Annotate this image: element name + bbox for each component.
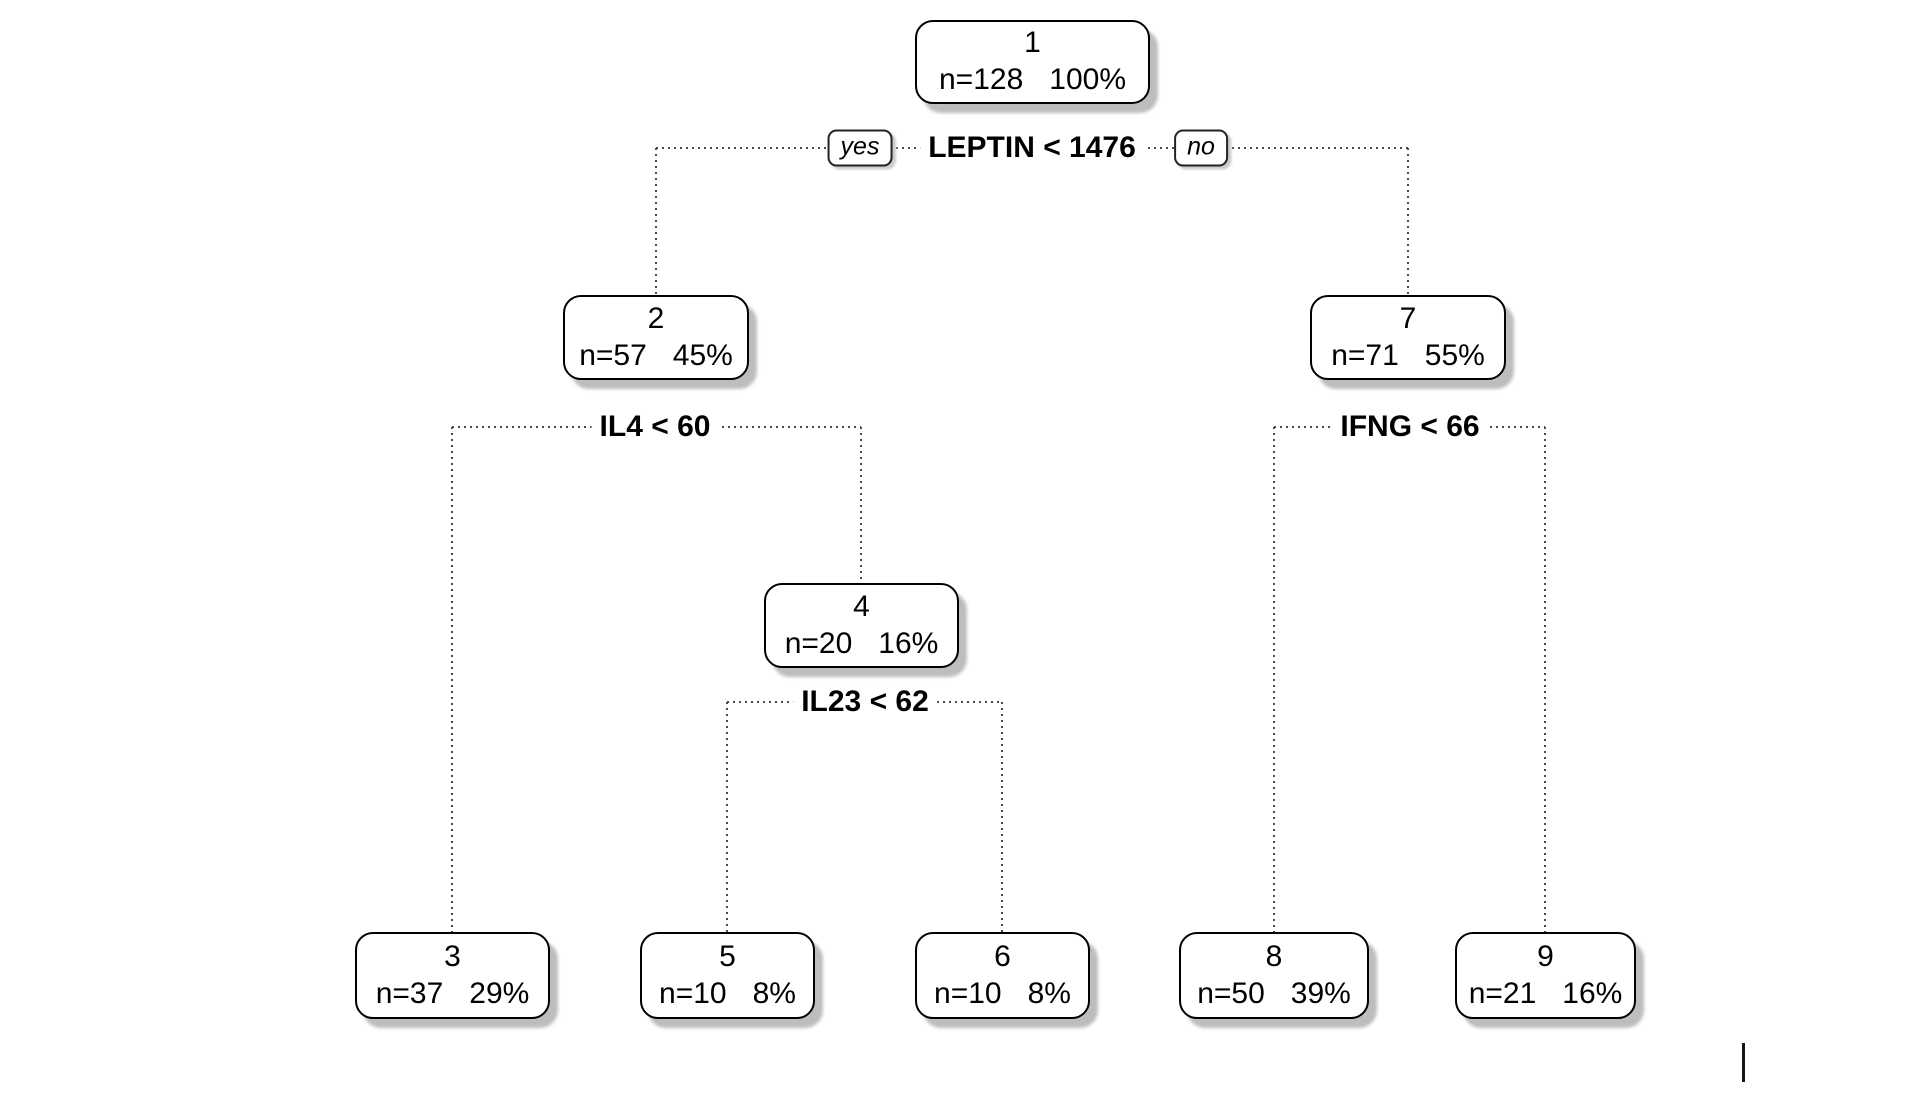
node-3-pct: 29% [469, 976, 530, 1010]
node-3-id: 3 [444, 939, 461, 973]
text-cursor [1742, 1043, 1745, 1082]
branch-drop-to-node3 [451, 427, 453, 932]
tree-node-9: 9 n=21 16% [1455, 932, 1636, 1019]
split-label-ifng: IFNG < 66 [1332, 408, 1488, 446]
tree-node-1: 1 n=128 100% [915, 20, 1150, 104]
branch-drop-to-node6 [1001, 702, 1003, 932]
node-1-pct: 100% [1049, 63, 1126, 96]
node-9-stats: n=21 16% [1469, 975, 1623, 1013]
node-5-stats: n=10 8% [659, 975, 796, 1013]
node-1-n: n=128 [939, 63, 1024, 96]
node-2-pct: 45% [672, 338, 733, 372]
branch-drop-to-node2 [655, 148, 657, 295]
node-8-pct: 39% [1290, 976, 1351, 1010]
branch-drop-to-node8 [1273, 427, 1275, 932]
node-3-n: n=37 [375, 976, 444, 1010]
node-2-n: n=57 [579, 338, 647, 372]
tree-node-4: 4 n=20 16% [764, 583, 959, 668]
node-6-pct: 8% [1027, 976, 1071, 1010]
node-5-n: n=10 [659, 976, 727, 1010]
tree-node-2: 2 n=57 45% [563, 295, 749, 380]
split-label-il4: IL4 < 60 [591, 408, 719, 446]
node-3-stats: n=37 29% [376, 975, 530, 1013]
node-4-pct: 16% [878, 626, 939, 660]
node-5-pct: 8% [752, 976, 796, 1010]
split-label-leptin: LEPTIN < 1476 [920, 129, 1144, 167]
tree-node-6: 6 n=10 8% [915, 932, 1090, 1019]
node-8-stats: n=50 39% [1197, 975, 1351, 1013]
node-9-id: 9 [1537, 939, 1554, 973]
node-4-id: 4 [853, 589, 870, 623]
tree-node-7: 7 n=71 55% [1310, 295, 1506, 380]
node-9-pct: 16% [1562, 976, 1623, 1010]
node-7-pct: 55% [1424, 338, 1485, 372]
branch-drop-to-node7 [1407, 148, 1409, 295]
node-2-stats: n=57 45% [579, 337, 733, 375]
node-7-stats: n=71 55% [1331, 337, 1485, 375]
node-9-n: n=21 [1468, 976, 1537, 1010]
tree-node-5: 5 n=10 8% [640, 932, 815, 1019]
node-6-n: n=10 [934, 976, 1002, 1010]
node-8-id: 8 [1265, 939, 1283, 973]
node-5-id: 5 [719, 939, 736, 973]
tree-node-3: 3 n=37 29% [355, 932, 550, 1019]
node-7-id: 7 [1399, 301, 1417, 335]
branch-drop-to-node9 [1544, 427, 1546, 932]
node-6-id: 6 [994, 939, 1011, 973]
node-4-n: n=20 [784, 626, 853, 660]
node-1-id: 1 [1024, 26, 1041, 59]
node-7-n: n=71 [1331, 338, 1399, 372]
split-label-il23: IL23 < 62 [793, 683, 937, 721]
yes-branch-label: yes [827, 129, 893, 167]
node-4-stats: n=20 16% [785, 625, 939, 663]
branch-drop-to-node4 [860, 427, 862, 583]
tree-node-8: 8 n=50 39% [1179, 932, 1369, 1019]
node-6-stats: n=10 8% [934, 975, 1071, 1013]
branch-drop-to-node5 [726, 702, 728, 932]
node-8-n: n=50 [1197, 976, 1265, 1010]
no-branch-label: no [1174, 129, 1228, 167]
node-1-stats: n=128 100% [939, 61, 1126, 99]
node-2-id: 2 [647, 301, 665, 335]
